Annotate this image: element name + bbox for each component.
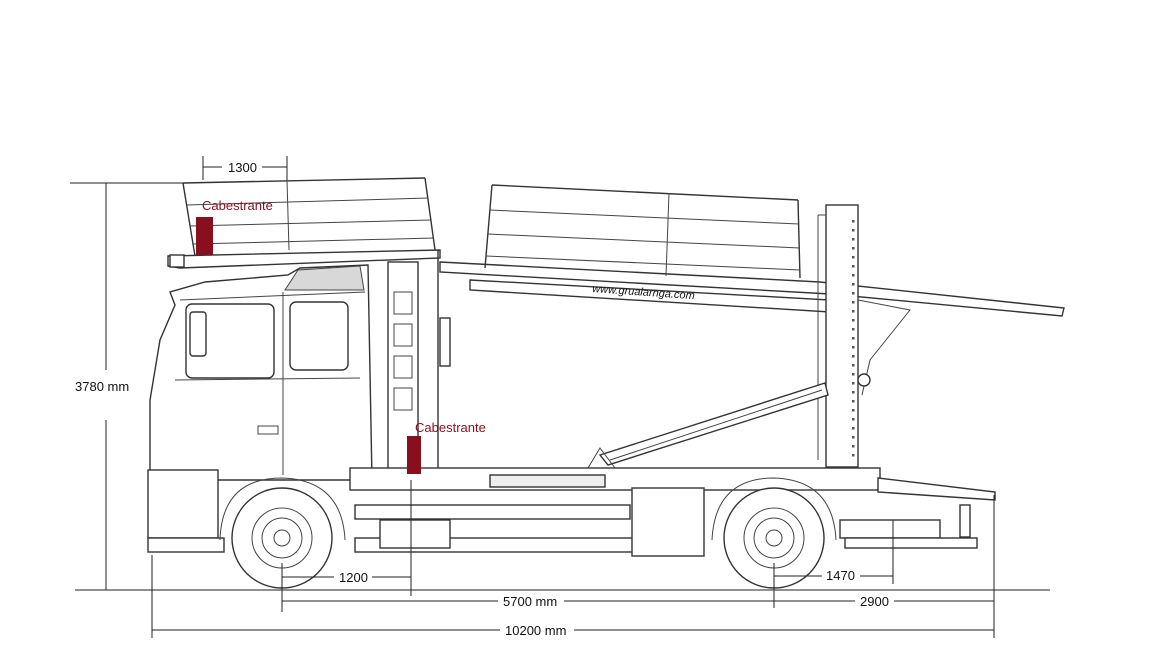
- mast-hole: [852, 220, 855, 223]
- svg-text:1300: 1300: [228, 160, 257, 175]
- mast-hole: [852, 247, 855, 250]
- rear-wheel: [711, 477, 837, 589]
- svg-text:1200: 1200: [339, 570, 368, 585]
- truck-cab: [147, 264, 373, 553]
- dim-3780: 3780 mm: [70, 182, 183, 590]
- mast-hole: [852, 238, 855, 241]
- mast-hole: [852, 454, 855, 457]
- mast-hole: [852, 346, 855, 349]
- svg-text:5700 mm: 5700 mm: [503, 594, 557, 609]
- middle-ramp: [587, 382, 829, 469]
- mast-hole: [852, 373, 855, 376]
- winch-label-bottom: Cabestrante: [415, 420, 486, 435]
- dim-1470: 1470: [773, 520, 894, 608]
- mast-hole: [852, 382, 855, 385]
- chassis: [349, 467, 996, 557]
- mast-hole: [852, 418, 855, 421]
- dim-1300: 1300: [202, 156, 288, 180]
- mast-hole: [852, 337, 855, 340]
- mast-hole: [852, 310, 855, 313]
- dim-1200: 1200: [281, 480, 412, 612]
- svg-text:10200 mm: 10200 mm: [505, 623, 566, 638]
- svg-text:2900: 2900: [860, 594, 889, 609]
- mast-hole: [852, 427, 855, 430]
- upper-front-deck: [167, 177, 441, 269]
- front-tower: [387, 250, 451, 473]
- mast-hole: [852, 274, 855, 277]
- mast-hole: [852, 283, 855, 286]
- mast-hole: [852, 355, 855, 358]
- mast-hole: [852, 256, 855, 259]
- mast-hole: [852, 265, 855, 268]
- mast-hole: [852, 436, 855, 439]
- mast-hole: [852, 364, 855, 367]
- mast-hole: [852, 229, 855, 232]
- mast-hole: [852, 445, 855, 448]
- rear-mast: [817, 204, 911, 468]
- mast-hole: [852, 292, 855, 295]
- mast-hole: [852, 400, 855, 403]
- mast-hole: [852, 409, 855, 412]
- svg-text:3780 mm: 3780 mm: [75, 379, 129, 394]
- winch-marker-top: [196, 217, 213, 255]
- mast-hole: [852, 319, 855, 322]
- dim-wheelbase: 5700 mm: [282, 594, 774, 609]
- upper-rear-deck: [439, 184, 1065, 317]
- mast-hole: [852, 391, 855, 394]
- dim-total-length: 10200 mm: [151, 555, 994, 638]
- mast-hole: [852, 301, 855, 304]
- svg-text:1470: 1470: [826, 568, 855, 583]
- mast-hole: [852, 328, 855, 331]
- winch-marker-bottom: [407, 436, 421, 474]
- dim-rear-overhang: 2900: [774, 495, 995, 638]
- winch-label-top: Cabestrante: [202, 198, 273, 213]
